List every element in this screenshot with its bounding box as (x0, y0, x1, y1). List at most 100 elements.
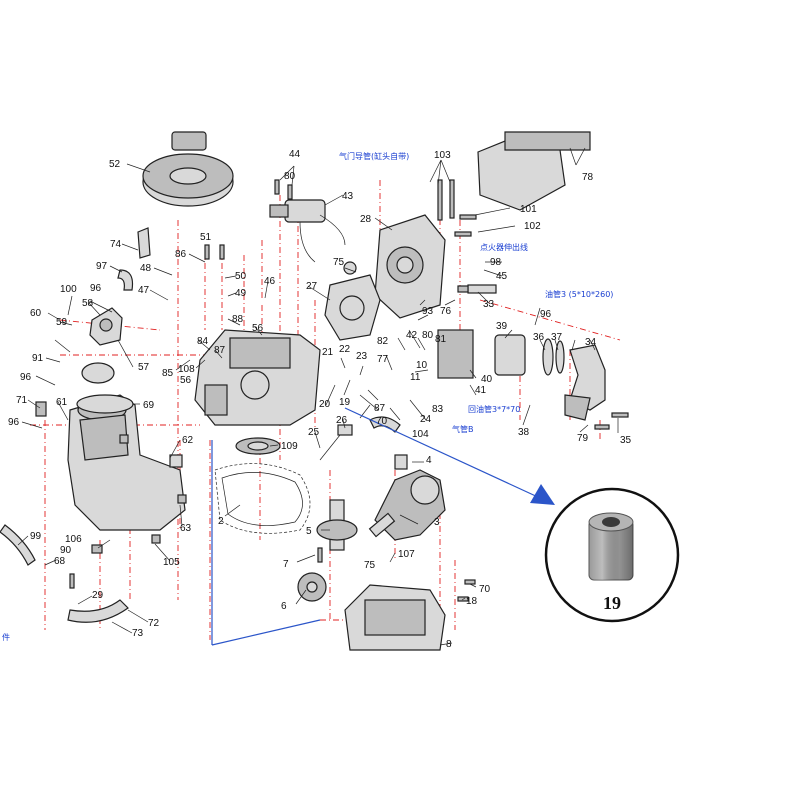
part-label: 72 (148, 618, 160, 629)
lower-crankcase-part (344, 584, 446, 651)
part-label: 3 (434, 517, 440, 528)
dipstick-part (319, 424, 353, 461)
part-label: 79 (577, 433, 589, 444)
part-label: 75 (364, 560, 376, 571)
spark-plug-part (457, 284, 497, 294)
cylinder-head-part (374, 214, 446, 319)
hose-part (67, 599, 129, 623)
part-label: 6 (281, 601, 287, 612)
piston-pin-part (394, 454, 408, 470)
part-label: 57 (138, 362, 150, 373)
part-label: 28 (360, 214, 372, 225)
igniter-wire-label: 点火器伸出线 (480, 242, 528, 252)
callout-arrow (211, 407, 555, 646)
rod-part (137, 227, 151, 259)
return-pipe-label: 回油管3*7*70 (468, 404, 520, 414)
air-pipe-label: 气管B (452, 424, 474, 434)
leader-lines (17, 147, 619, 646)
crankcase-gasket-part (214, 463, 311, 534)
part-label: 106 (65, 534, 82, 545)
part-label: 60 (30, 308, 42, 319)
part-label: 56 (180, 375, 192, 386)
camshaft-part (316, 499, 358, 551)
part-label: 81 (435, 334, 447, 345)
part-label: 82 (377, 336, 389, 347)
part-label: 96 (8, 417, 20, 428)
part-label: 33 (483, 299, 495, 310)
part-label: 97 (96, 261, 108, 272)
flywheel-part (142, 131, 234, 207)
part-label: 84 (197, 336, 209, 347)
part-label: 48 (140, 263, 152, 274)
part-label: 29 (92, 590, 104, 601)
ignition-coil-part (269, 199, 346, 263)
part-label: 51 (200, 232, 212, 243)
part-label: 5 (306, 526, 312, 537)
part-label: 58 (82, 298, 94, 309)
intake-part (437, 329, 565, 379)
part-label: 107 (398, 549, 415, 560)
part-label: 20 (319, 399, 331, 410)
part-label: 36 (533, 332, 545, 343)
part-label: 34 (585, 337, 597, 348)
part-label: 62 (182, 435, 194, 446)
part-label: 91 (32, 353, 44, 364)
part-label: 2 (218, 516, 224, 527)
callout-part-number: 19 (603, 593, 621, 613)
part-label: 23 (356, 351, 368, 362)
part-label: 87 (374, 403, 386, 414)
part-label: 47 (138, 285, 150, 296)
part-label: 25 (308, 427, 320, 438)
hose-left-part (0, 524, 36, 566)
part-label: 108 (178, 364, 195, 375)
part-label: 77 (377, 354, 389, 365)
part-label: 101 (520, 204, 537, 215)
part-label: 103 (434, 150, 451, 161)
part-label: 44 (289, 149, 301, 160)
part-label: 18 (466, 596, 478, 607)
part-label: 96 (90, 283, 102, 294)
part-label: 63 (180, 523, 192, 534)
part-label: 80 (422, 330, 434, 341)
valve-guide-label: 气门导管(缸头自带) (339, 151, 409, 161)
part-label: 105 (163, 557, 180, 568)
part-label: 70 (479, 584, 491, 595)
part-label: 24 (420, 414, 432, 425)
part-label: 68 (54, 556, 66, 567)
part-label: 50 (235, 271, 247, 282)
part-label: 74 (110, 239, 122, 250)
part-label: 69 (143, 400, 155, 411)
part-label: 46 (264, 276, 276, 287)
return-hose-part (369, 416, 401, 433)
part-label: 96 (20, 372, 32, 383)
part-number-labels: 52 44 80 103 78 43 28 101 102 74 51 86 9… (8, 149, 632, 650)
part-label: 40 (481, 374, 493, 385)
chinese-labels: 气门导管(缸头自带) 点火器伸出线 油管3 (5*10*260) 回油管3*7*… (2, 151, 613, 642)
part-label: 109 (281, 441, 298, 452)
oil-pipe-label: 油管3 (5*10*260) (545, 289, 613, 299)
oil-pump-part (89, 307, 123, 346)
part-label: 11 (410, 372, 421, 383)
part-label: 96 (540, 309, 552, 320)
part-label: 73 (132, 628, 144, 639)
part-label: 87 (214, 345, 226, 356)
part-label: 38 (518, 427, 530, 438)
part-label: 99 (30, 531, 42, 542)
part-label: 49 (235, 288, 247, 299)
crankshaft-part (368, 469, 446, 541)
part-label: 98 (490, 257, 502, 268)
part-label: 70 (376, 416, 388, 427)
part-label: 102 (524, 221, 541, 232)
hose-97-part (117, 269, 134, 291)
part-label: 75 (333, 257, 345, 268)
part-label: 80 (284, 171, 296, 182)
part-label: 104 (412, 429, 429, 440)
part-label: 86 (175, 249, 187, 260)
part-label: 78 (582, 172, 594, 183)
part-label: 45 (496, 271, 508, 282)
part-label: 83 (432, 404, 444, 415)
crankcase-part (194, 329, 321, 426)
part-label: 71 (16, 395, 28, 406)
o-ring-part (76, 394, 134, 414)
